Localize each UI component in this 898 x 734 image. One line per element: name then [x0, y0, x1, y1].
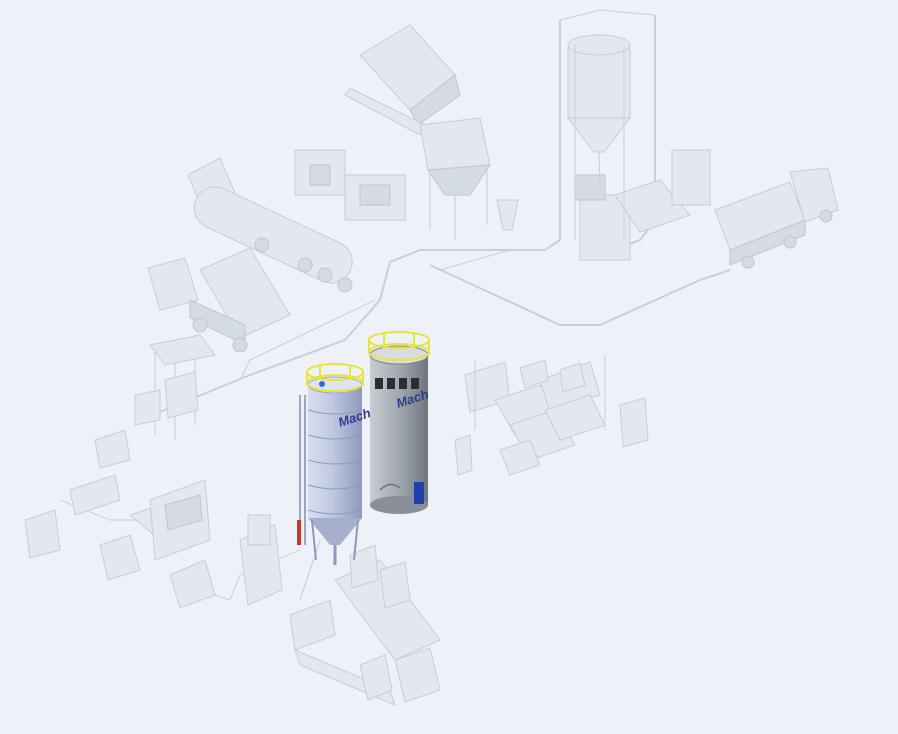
silo-stainless: Mach: [297, 363, 373, 565]
mixing-area: [454, 355, 649, 476]
box-truck: [714, 167, 839, 269]
silo-grey: Mach: [368, 331, 431, 514]
big-bag-station: [134, 334, 216, 440]
packing-line-left: [24, 429, 283, 609]
tanker-truck: [187, 157, 353, 293]
packing-line-bottom: [289, 544, 441, 706]
conical-silo-background: [566, 34, 711, 261]
dump-truck: [147, 247, 291, 353]
dosing-unit: [294, 149, 406, 221]
tipping-container: [344, 24, 519, 240]
